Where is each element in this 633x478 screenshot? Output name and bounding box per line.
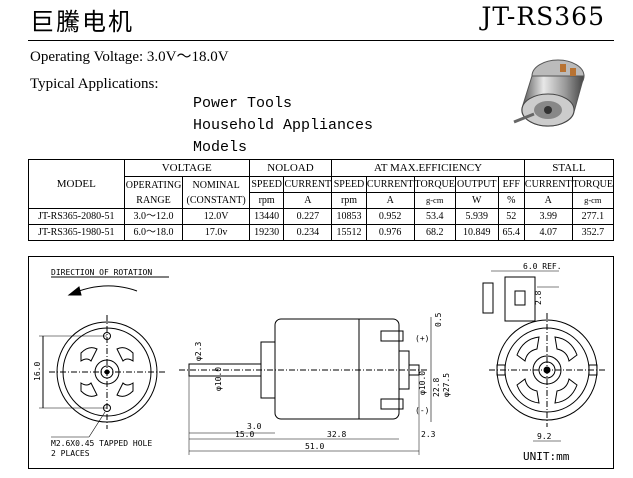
unit-cell: W [454,192,499,209]
row-me-output: 5.939 [454,208,499,225]
row-model: JT-RS365-2080-51 [28,208,125,225]
unit-cell: rpm [248,192,285,209]
motor-photo [513,59,585,127]
brand-name: 巨騰电机 [30,8,134,36]
row-me-eff: 65.4 [497,224,525,241]
application-item: Models [193,139,248,156]
maxeff-torque-header: TORQUE [413,176,456,193]
terminal-negative: (-) [415,406,429,415]
row-me-speed: 10853 [331,208,367,225]
row-me-torque: 68.2 [413,224,456,241]
stall-torque-header: TORQUE [571,176,615,193]
noload-group: NOLOAD [248,159,333,177]
voltage-group: VOLTAGE [123,159,250,177]
unit-cell: g-cm [413,192,456,209]
unit-cell: % [497,192,525,209]
row-me-current: 0.952 [365,208,415,225]
row-st-current: 3.99 [523,208,573,225]
row-nominal: 17.0v [182,224,250,241]
unit-cell: A [523,192,573,209]
table-row: JT-RS365-2080-51 3.0～12.0 12.0V 13440 0.… [28,208,615,225]
maxeff-current-header: CURRENT [365,176,415,193]
application-item: Power Tools [193,95,293,112]
row-model: JT-RS365-1980-51 [28,224,125,241]
technical-drawing: DIRECTION OF ROTATION 16.0 M2.6X0.45 TAP… [28,256,614,469]
row-me-eff: 52 [497,208,525,225]
stall-current-header: CURRENT [523,176,573,193]
row-st-torque: 352.7 [571,224,615,241]
row-me-torque: 53.4 [413,208,456,225]
dim-15: 15.0 [235,430,254,439]
motor-can [274,318,400,420]
dim-32: 32.8 [327,430,346,439]
model-number: JT-RS365 [481,2,605,31]
maxeff-speed-header: SPEED [331,176,367,193]
unit-cell: A [283,192,333,209]
maxeff-output-header: OUTPUT [454,176,499,193]
row-nominal: 12.0V [182,208,250,225]
row-nl-current: 0.234 [283,224,333,241]
row-nl-speed: 19230 [248,224,285,241]
unit-cell: g-cm [571,192,615,209]
dim-2-3: 2.3 [421,430,436,439]
direction-label: DIRECTION OF ROTATION [51,268,152,277]
stall-group: STALL [523,159,615,177]
row-nl-speed: 13440 [248,208,285,225]
hole-note: M2.6X0.45 TAPPED HOLE [51,439,152,448]
dim-boss-dia: φ10.0 [214,367,223,391]
dim-shaft-dia: φ2.3 [194,342,203,361]
max-efficiency-group: AT MAX.EFFICIENCY [331,159,525,177]
row-st-torque: 277.1 [571,208,615,225]
noload-speed-header: SPEED [248,176,285,193]
nominal-header: NOMINAL(CONSTANT) [182,176,250,209]
row-nl-current: 0.227 [283,208,333,225]
dim-6-ref: 6.0 REF. [523,262,562,271]
unit-label: UNIT:mm [523,450,570,463]
drawing-canvas: DIRECTION OF ROTATION 16.0 M2.6X0.45 TAP… [33,262,605,463]
dim-3: 3.0 [247,422,262,431]
terminal-positive: (+) [415,334,429,343]
row-me-output: 10.849 [454,224,499,241]
dim-51: 51.0 [305,442,324,451]
dim-terminal-thk: 0.5 [434,312,443,327]
noload-current-header: CURRENT [283,176,333,193]
dim-16: 16.0 [33,362,42,381]
dim-9-2: 9.2 [537,432,552,441]
unit-cell: rpm [331,192,367,209]
hole-note-qty: 2 PLACES [51,449,90,458]
model-header: MODEL [28,159,125,209]
dim-rear-boss-dia: φ10.0 [418,371,427,395]
row-range: 3.0～12.0 [123,208,184,225]
row-range: 6.0～18.0 [123,224,184,241]
application-item: Household Appliances [193,117,374,134]
typical-applications-label: Typical Applications: [30,76,159,92]
unit-cell: A [365,192,415,209]
row-st-current: 4.07 [523,224,573,241]
header-divider [28,40,614,41]
row-me-current: 0.976 [365,224,415,241]
maxeff-eff-header: EFF [497,176,525,193]
spec-table: MODEL VOLTAGE NOLOAD AT MAX.EFFICIENCY S… [28,159,615,241]
dim-2-8: 2.8 [534,290,543,305]
dim-terminal-span: 22.8 [432,378,441,397]
dim-body-dia: φ27.5 [442,373,451,397]
operating-voltage: Operating Voltage: 3.0V～18.0V [30,49,229,65]
row-me-speed: 15512 [331,224,367,241]
table-row: JT-RS365-1980-51 6.0～18.0 17.0v 19230 0.… [28,224,615,241]
